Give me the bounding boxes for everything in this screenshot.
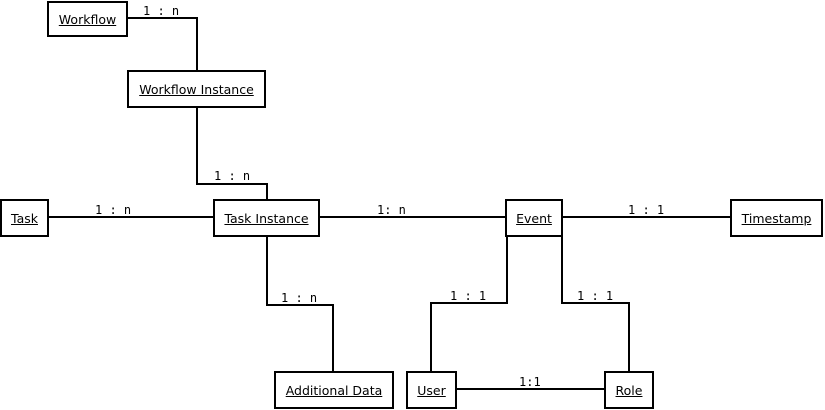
rel-event-role: 1 : 1 <box>577 289 614 303</box>
entity-role: Role <box>604 371 654 409</box>
entity-workflow-instance: Workflow Instance <box>127 70 266 108</box>
edge-workflow-instance-task-instance <box>196 107 268 200</box>
rel-workflow-workflow-instance: 1 : n <box>143 4 180 18</box>
edge-event-user <box>430 236 508 372</box>
rel-user-role: 1:1 <box>519 375 541 389</box>
entity-task-instance: Task Instance <box>213 199 320 237</box>
entity-timestamp: Timestamp <box>730 199 823 237</box>
rel-task-instance-additional-data: 1 : n <box>281 291 318 305</box>
edge-event-role <box>561 236 630 372</box>
rel-task-task-instance: 1 : n <box>95 203 132 217</box>
edge-task-instance-additional-data <box>266 236 334 372</box>
rel-event-user: 1 : 1 <box>450 289 487 303</box>
rel-workflow-instance-task-instance: 1 : n <box>214 169 251 183</box>
entity-user: User <box>406 371 457 409</box>
edge-workflow-workflow-instance <box>126 17 198 71</box>
rel-event-timestamp: 1 : 1 <box>628 203 665 217</box>
entity-workflow: Workflow <box>47 1 128 37</box>
entity-additional-data: Additional Data <box>274 371 394 409</box>
entity-task: Task <box>0 199 49 237</box>
rel-task-instance-event: 1: n <box>377 203 406 217</box>
entity-event: Event <box>505 199 563 237</box>
